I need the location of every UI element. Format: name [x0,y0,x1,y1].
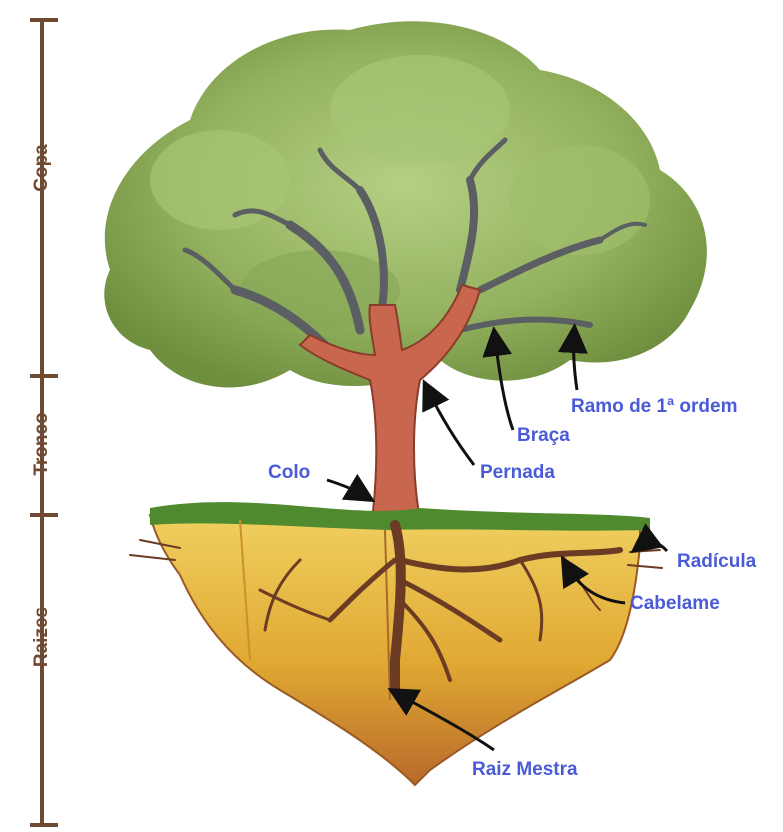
arrow-colo [327,480,365,496]
label-pernada: Pernada [480,462,555,484]
label-ramo: Ramo de 1ª ordem [571,396,737,418]
label-raiz-mestra: Raiz Mestra [472,759,578,781]
segment-label-raizes: Raizes [30,567,54,707]
canopy [104,21,707,387]
segment-label-copa: Copa [30,98,54,238]
label-radicula: Radícula [677,551,756,573]
label-cabelame: Cabelame [630,593,720,615]
arrow-pernada [428,390,474,465]
segment-label-tronco: Tronco [30,374,54,514]
label-braca: Braça [517,425,570,447]
label-colo: Colo [268,462,310,484]
